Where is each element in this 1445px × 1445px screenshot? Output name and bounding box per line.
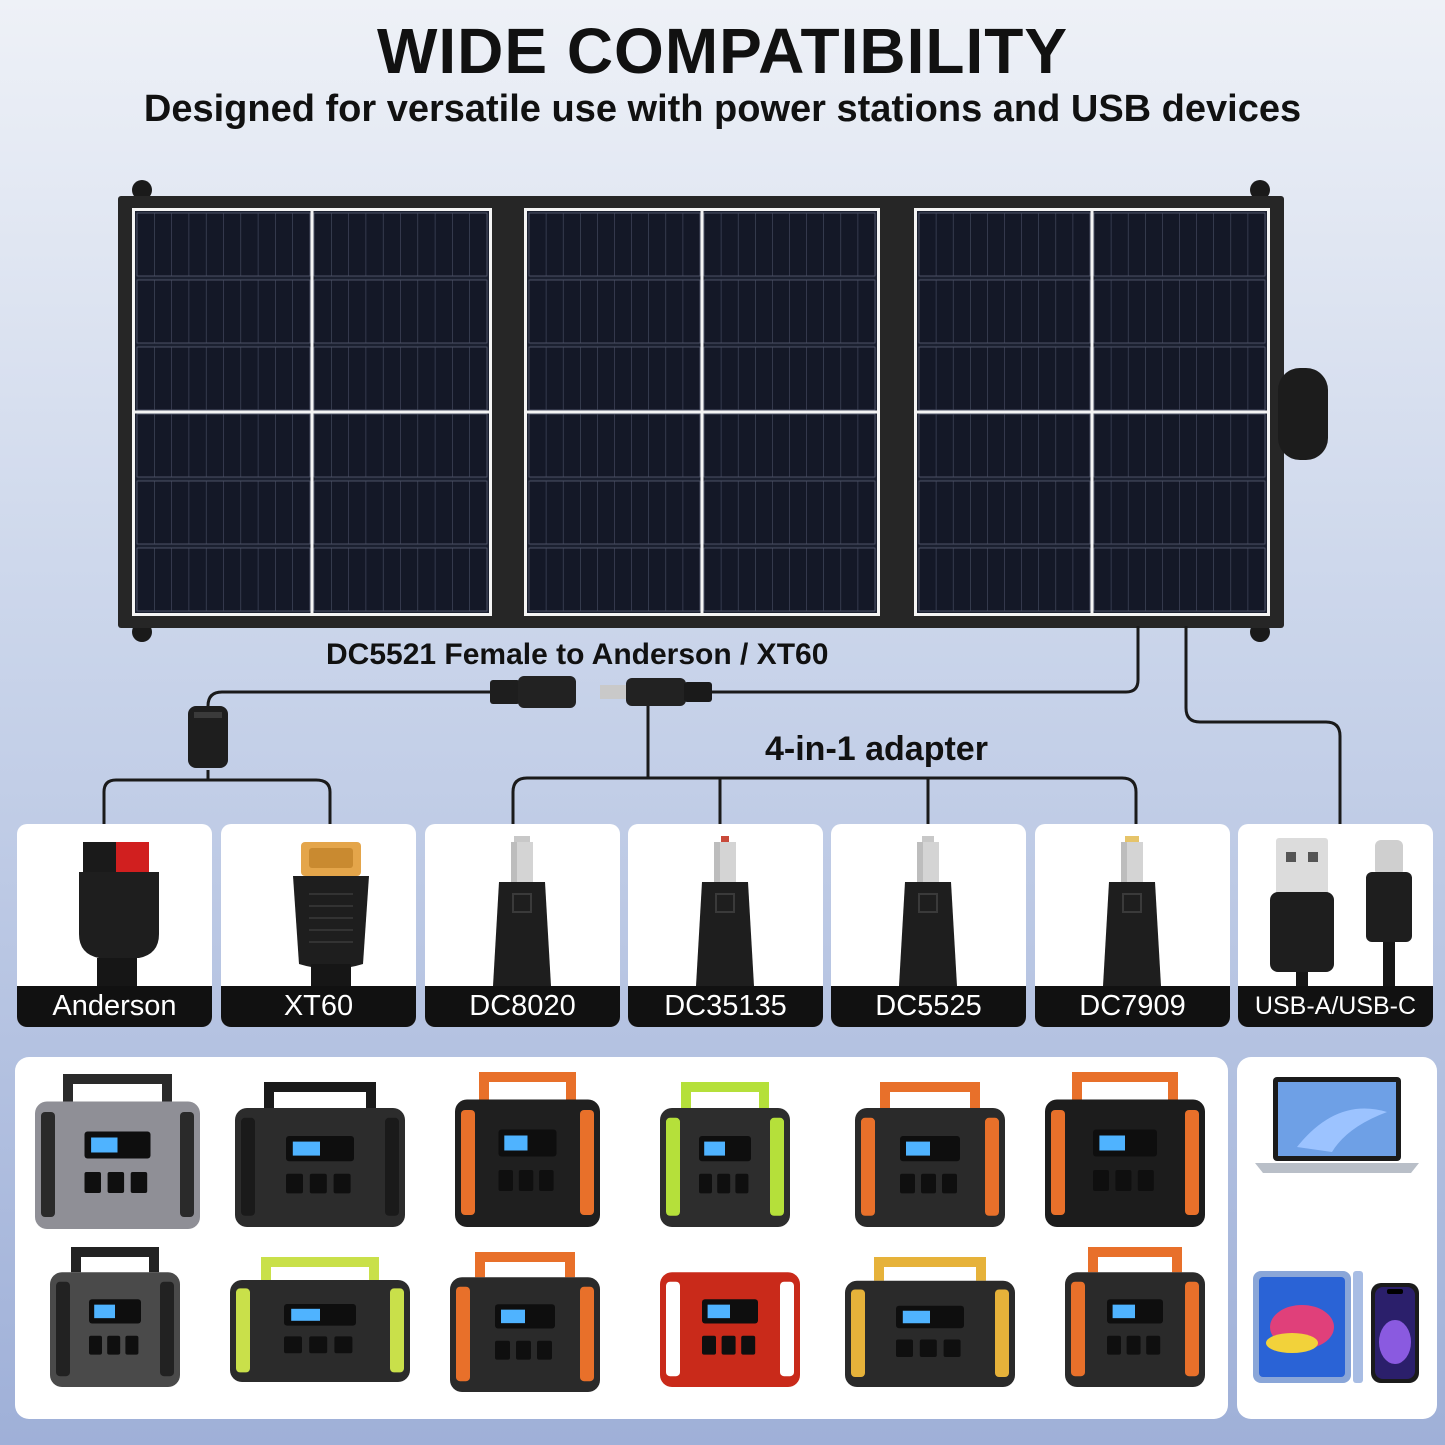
- connector-card: XT60: [221, 824, 416, 1027]
- connector-label: Anderson: [17, 986, 212, 1027]
- dc-plug-icon: [696, 836, 754, 986]
- phone-icon: [1371, 1283, 1419, 1383]
- power-station-icon: [230, 1257, 410, 1382]
- power-station-icon: [660, 1082, 790, 1227]
- laptop-icon: [1255, 1077, 1419, 1173]
- cable-label: DC5521 Female to Anderson / XT60: [326, 638, 829, 671]
- power-station-icon: [235, 1082, 405, 1227]
- power-station-icon: [1065, 1247, 1205, 1387]
- usb-devices-panel: [1237, 1057, 1437, 1419]
- power-station-icon: [660, 1247, 800, 1387]
- power-station-icon: [450, 1252, 600, 1392]
- connector-label: DC35135: [628, 986, 823, 1027]
- page-subtitle: Designed for versatile use with power st…: [143, 88, 1302, 130]
- connector-card: Anderson: [17, 824, 212, 1027]
- power-station-icon: [1045, 1072, 1205, 1227]
- xt60-connector-icon: [293, 842, 369, 986]
- power-station-icon: [855, 1082, 1005, 1227]
- connector-label: DC5525: [831, 986, 1026, 1027]
- connector-label: XT60: [221, 986, 416, 1027]
- power-stations-panel: [15, 1057, 1228, 1419]
- cable-diagram: [102, 626, 1342, 824]
- usb-cable-icon: [1270, 838, 1412, 986]
- tablet-icon: [1253, 1271, 1363, 1383]
- connector-card: DC35135: [628, 824, 823, 1027]
- anderson-connector-icon: [79, 842, 159, 986]
- connector-label: DC7909: [1035, 986, 1230, 1027]
- connector-card: DC5525: [831, 824, 1026, 1027]
- adapter-label: 4-in-1 adapter: [765, 730, 988, 768]
- dc-plug-icon: [493, 836, 551, 986]
- connector-card: DC8020: [425, 824, 620, 1027]
- solar-panel: [118, 180, 1328, 642]
- power-station-icon: [50, 1247, 180, 1387]
- power-station-icon: [35, 1074, 200, 1229]
- connector-label: DC8020: [425, 986, 620, 1027]
- connector-label: USB-A/USB-C: [1238, 986, 1433, 1027]
- dc-plug-icon: [1103, 836, 1161, 986]
- power-station-icon: [845, 1257, 1015, 1387]
- connector-card: USB-A/USB-C: [1238, 824, 1433, 1027]
- dc-plug-icon: [899, 836, 957, 986]
- power-station-icon: [455, 1072, 600, 1227]
- connector-card: DC7909: [1035, 824, 1230, 1027]
- page-title: WIDE COMPATIBILITY: [376, 15, 1069, 87]
